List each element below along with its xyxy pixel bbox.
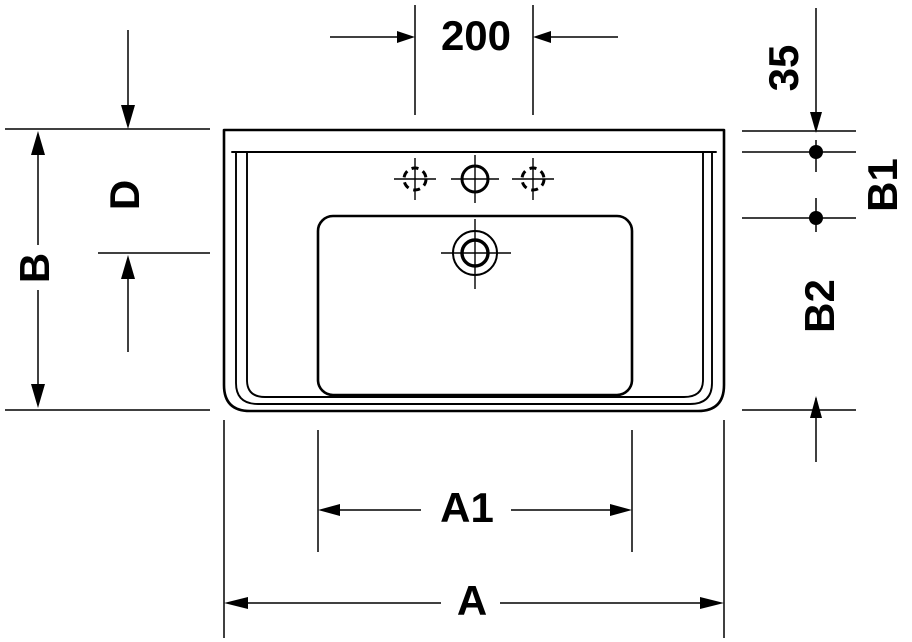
dimension-label-200: 200 <box>441 12 511 59</box>
basin-outer-outline <box>222 128 726 413</box>
arrow-B-up <box>31 131 45 155</box>
dimension-label-B: B <box>11 253 58 283</box>
drain-outlet <box>441 219 511 289</box>
basin-secondary-rim-line <box>235 151 713 405</box>
dot-B1-bottom <box>809 211 823 225</box>
arrow-D-down <box>121 105 135 129</box>
dimension-label-A: A <box>457 577 487 624</box>
dimension-D-group: D <box>98 30 210 352</box>
dimension-label-B2: B2 <box>796 279 843 333</box>
dimension-B-group: B <box>5 128 210 411</box>
tap-hole-group <box>394 155 554 203</box>
arrow-200-left <box>397 31 415 43</box>
right-tap-hole <box>512 158 554 200</box>
arrow-A-right <box>700 597 724 609</box>
arrow-D-up <box>121 255 135 279</box>
basin-recess-rectangle <box>316 214 634 397</box>
arrow-A1-left <box>318 504 340 516</box>
arrow-B2-up <box>810 396 822 418</box>
arrow-B-down <box>31 384 45 408</box>
dimension-B2-group: B2 <box>742 279 856 462</box>
dimension-label-D: D <box>101 180 148 210</box>
washbasin-body-group <box>222 128 726 413</box>
dimension-label-A1: A1 <box>440 484 494 531</box>
dot-B1-top <box>809 145 823 159</box>
dimension-label-35: 35 <box>760 45 807 92</box>
arrow-A1-right <box>610 504 632 516</box>
basin-inner-rim-line <box>246 151 704 398</box>
dimension-label-B1: B1 <box>859 158 906 212</box>
center-tap-hole <box>451 155 499 203</box>
dimension-B1-group: B1 <box>742 140 906 232</box>
dimension-200-group: 200 <box>330 5 618 115</box>
dimension-A1-group: A1 <box>317 430 633 552</box>
dimension-A-group: A <box>223 420 725 638</box>
left-tap-hole <box>394 158 436 200</box>
arrow-200-right <box>533 31 551 43</box>
dimension-35-group: 35 <box>742 8 856 133</box>
arrow-A-left <box>224 597 248 609</box>
arrow-35-down <box>810 112 822 133</box>
